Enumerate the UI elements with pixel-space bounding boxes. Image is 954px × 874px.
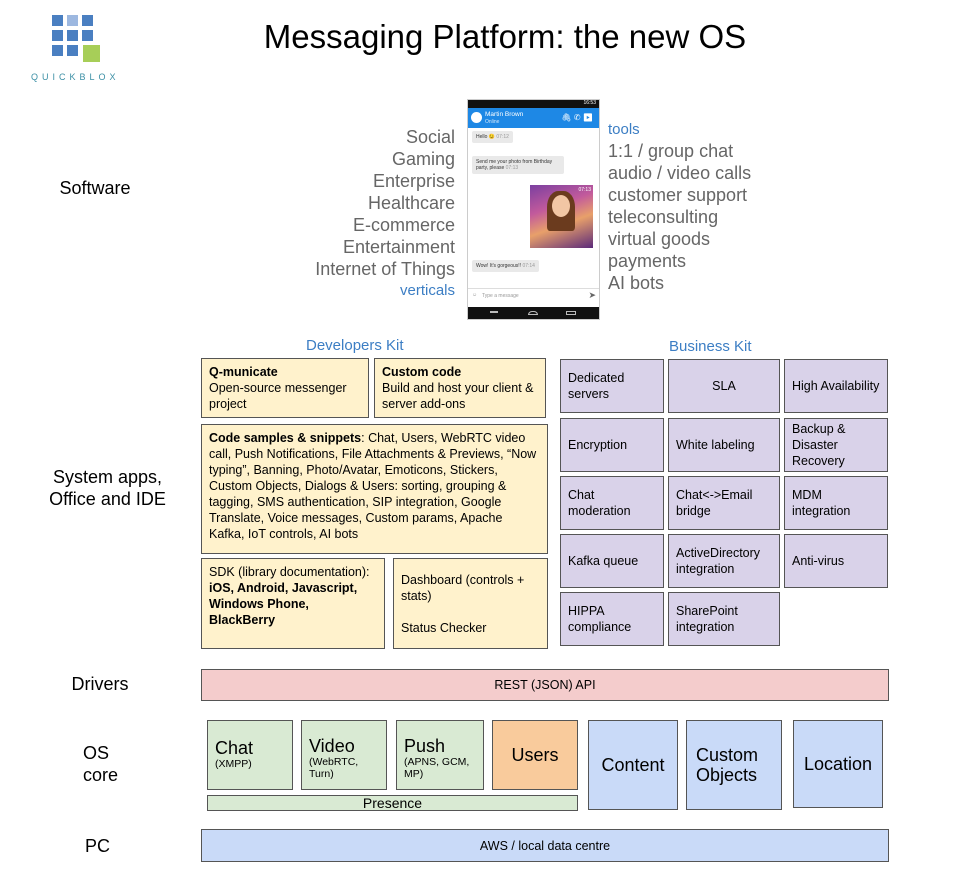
aws-data-centre-bar: AWS / local data centre — [201, 829, 889, 862]
verticals-label: verticals — [399, 282, 455, 299]
layer-software: Software — [59, 178, 131, 198]
phone-screenshot: 16:53 Martin Brown Online 🖇 ✆ ▶ Hello 😉 … — [467, 99, 600, 320]
dashboard-box: Dashboard (controls + stats) Status Chec… — [393, 558, 548, 649]
message-3: Wow! It's gorgeous!! 07:14 — [472, 260, 539, 272]
message-1: Hello 😉 07:12 — [472, 131, 513, 143]
core-custom-objects: Custom Objects — [686, 720, 782, 810]
core-video: Video(WebRTC, Turn) — [301, 720, 387, 790]
recent-apps-icon — [566, 311, 576, 315]
core-presence: Presence — [207, 795, 578, 811]
header-icons: 🖇 ✆ ▶ — [561, 113, 593, 122]
home-icon — [528, 311, 538, 315]
bk-dedicated-servers: Dedicated servers — [560, 359, 664, 413]
core-push: Push(APNS, GCM, MP) — [396, 720, 484, 790]
bk-kafka-queue: Kafka queue — [560, 534, 664, 588]
layer-drivers: Drivers — [71, 674, 129, 694]
send-icon: ➤ — [588, 290, 596, 300]
bk-white-labeling: White labeling — [668, 418, 780, 472]
core-content: Content — [588, 720, 678, 810]
bk-anti-virus: Anti-virus — [784, 534, 888, 588]
code-samples-box: Code samples & snippets: Chat, Users, We… — [201, 424, 548, 554]
android-nav-bar — [468, 307, 599, 319]
verticals-list: Social Gaming Enterprise Healthcare E-co… — [315, 126, 455, 302]
avatar — [471, 112, 482, 123]
business-kit-title: Business Kit — [669, 338, 752, 355]
photo-attachment: 07:13 — [530, 185, 593, 248]
developers-kit-title: Developers Kit — [306, 337, 404, 354]
bk-hippa-compliance: HIPPA compliance — [560, 592, 664, 646]
bk-chat-moderation: Chat moderation — [560, 476, 664, 530]
logo-text: QUICKBLOX — [31, 72, 120, 82]
tools-label: tools — [608, 121, 640, 138]
bk-chat-email-bridge: Chat<->Email bridge — [668, 476, 780, 530]
layer-system-apps: System apps,Office and IDE — [49, 467, 166, 509]
core-location: Location — [793, 720, 883, 808]
back-icon — [490, 311, 498, 314]
core-users: Users — [492, 720, 578, 790]
bk-high-availability: High Availability — [784, 359, 888, 413]
core-chat: Chat(XMPP) — [207, 720, 293, 790]
bk-sla: SLA — [668, 359, 780, 413]
bk-encryption: Encryption — [560, 418, 664, 472]
bk-backup-recovery: Backup & Disaster Recovery — [784, 418, 888, 472]
bk-mdm-integration: MDM integration — [784, 476, 888, 530]
rest-api-bar: REST (JSON) API — [201, 669, 889, 701]
bk-active-directory: ActiveDirectory integration — [668, 534, 780, 588]
tools-list: tools 1:1 / group chat audio / video cal… — [608, 121, 752, 293]
chat-header: Martin Brown Online 🖇 ✆ ▶ — [468, 108, 599, 128]
message-input: ☺ Type a message ➤ — [468, 288, 599, 303]
bk-sharepoint: SharePoint integration — [668, 592, 780, 646]
page-title: Messaging Platform: the new OS — [263, 18, 747, 55]
message-2: Send me your photo from Birthday party, … — [472, 156, 564, 174]
quickblox-logo — [52, 15, 102, 65]
sdk-box: SDK (library documentation):iOS, Android… — [201, 558, 385, 649]
layer-pc: PC — [84, 836, 110, 856]
